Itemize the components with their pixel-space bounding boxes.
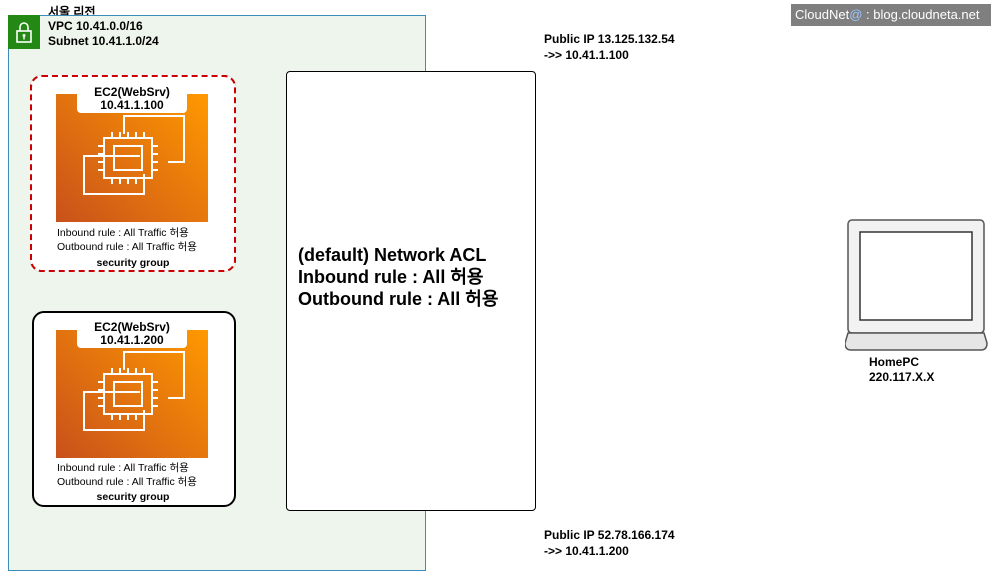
ec2-name: EC2(WebSrv) — [94, 320, 170, 334]
watermark-site: : blog.cloudneta.net — [862, 7, 980, 22]
watermark: CloudNet@ : blog.cloudneta.net — [791, 4, 991, 26]
public-ip: Public IP 52.78.166.174 — [544, 528, 675, 542]
laptop-icon[interactable] — [844, 219, 989, 353]
home-pc-name: HomePC — [869, 355, 920, 369]
ec2-label: EC2(WebSrv) 10.41.1.200 — [77, 320, 187, 348]
acl-outbound: Outbound rule : All 허용 — [298, 289, 499, 309]
acl-inbound: Inbound rule : All 허용 — [298, 267, 484, 287]
private-ip-target: ->> 10.41.1.200 — [544, 544, 629, 558]
private-ip-target: ->> 10.41.1.100 — [544, 48, 629, 62]
ec2-ip: 10.41.1.100 — [100, 98, 164, 112]
sg-outbound-rule: Outbound rule : All Traffic 허용 — [57, 476, 197, 488]
sg-inbound-rule: Inbound rule : All Traffic 허용 — [57, 227, 189, 239]
network-acl-box[interactable] — [286, 71, 536, 511]
vpc-cidr: VPC 10.41.0.0/16 — [48, 19, 143, 33]
watermark-at: @ — [849, 7, 863, 22]
sg-title: security group — [96, 257, 170, 269]
ec2-ip: 10.41.1.200 — [100, 333, 164, 347]
watermark-brand: CloudNet — [795, 7, 850, 22]
subnet-cidr: Subnet 10.41.1.0/24 — [48, 34, 159, 48]
network-acl-text: (default) Network ACL Inbound rule : All… — [298, 244, 498, 310]
ec2-instance-icon[interactable] — [56, 94, 208, 222]
lock-icon — [8, 15, 40, 49]
ec2-label: EC2(WebSrv) 10.41.1.100 — [77, 85, 187, 113]
home-pc-ip: 220.117.X.X — [869, 370, 935, 384]
sg-inbound-rule: Inbound rule : All Traffic 허용 — [57, 462, 189, 474]
sg-title: security group — [96, 491, 170, 503]
ec2-instance-icon[interactable] — [56, 330, 208, 458]
home-pc-info: HomePC 220.117.X.X — [869, 355, 934, 385]
public-ip-mapping-2: Public IP 52.78.166.174 ->> 10.41.1.200 — [544, 527, 675, 559]
public-ip-mapping-1: Public IP 13.125.132.54 ->> 10.41.1.100 — [544, 31, 675, 63]
public-ip: Public IP 13.125.132.54 — [544, 32, 675, 46]
vpc-info: VPC 10.41.0.0/16 Subnet 10.41.1.0/24 — [48, 19, 159, 49]
acl-title: (default) Network ACL — [298, 245, 487, 265]
sg-outbound-rule: Outbound rule : All Traffic 허용 — [57, 241, 197, 253]
ec2-name: EC2(WebSrv) — [94, 85, 170, 99]
